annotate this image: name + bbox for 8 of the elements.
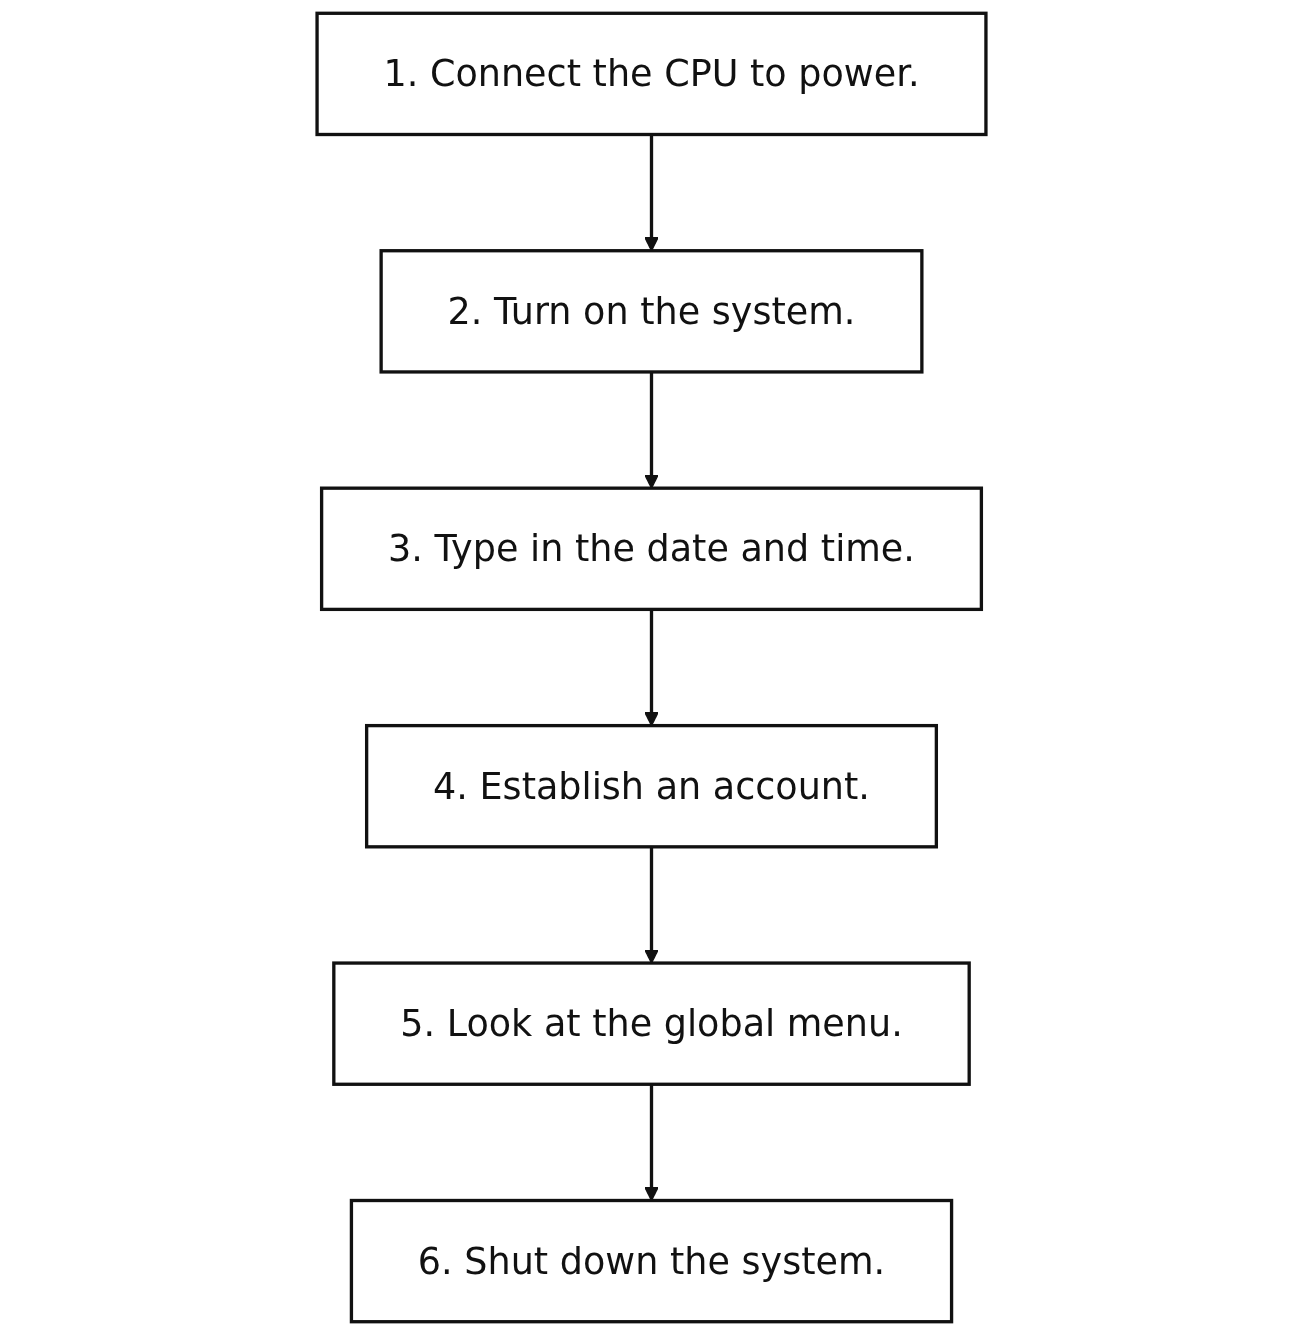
arrow <box>644 846 659 964</box>
node-box: 1. Connect the CPU to power. <box>315 11 988 137</box>
node-box: 5. Look at the global menu. <box>332 961 971 1086</box>
node-box: 6. Shut down the system. <box>349 1198 954 1324</box>
node-box: 4. Establish an account. <box>364 723 938 849</box>
arrow <box>644 371 659 489</box>
node-box: 2. Turn on the system. <box>379 249 924 374</box>
node-box: 3. Type in the date and time. <box>319 486 984 612</box>
